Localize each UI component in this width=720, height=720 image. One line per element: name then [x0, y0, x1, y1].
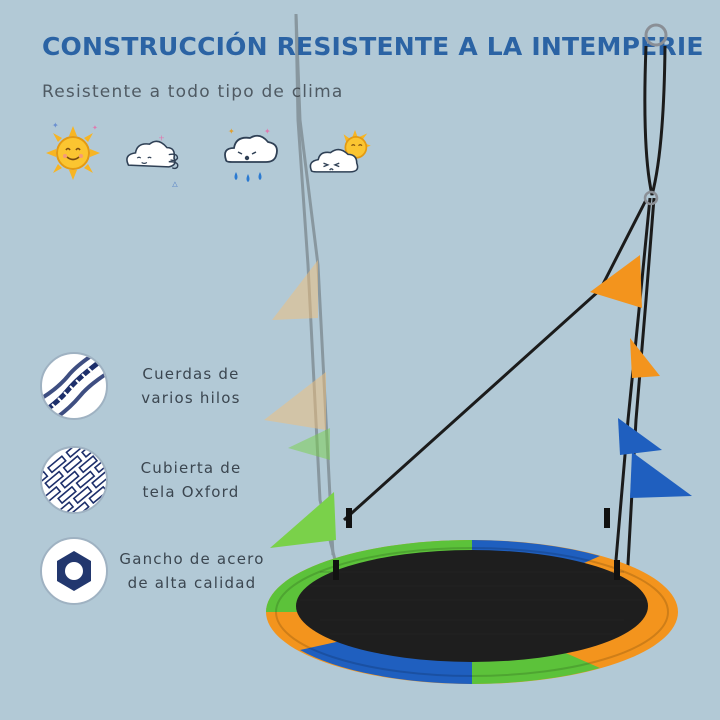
pennant-orange-1	[590, 255, 642, 308]
svg-text:+: +	[158, 134, 165, 143]
headline: CONSTRUCCIÓN RESISTENTE A LA INTEMPERIE	[42, 32, 704, 61]
windy-cloud-icon: +△	[126, 134, 179, 188]
subheadline: Resistente a todo tipo de clima	[42, 82, 344, 102]
feature-rope-line2: varios hilos	[141, 389, 241, 407]
pennant-green-left	[270, 492, 336, 548]
feature-fabric-line1: Cubierta de	[140, 459, 242, 477]
swing-seat	[266, 540, 678, 684]
feature-fabric-label: Cubierta de tela Oxford	[116, 456, 266, 504]
svg-text:✦: ✦	[92, 124, 98, 132]
sun-behind-cloud-icon	[309, 129, 371, 173]
pennant-blue-2	[630, 452, 692, 498]
rope-buckles	[333, 508, 620, 580]
svg-text:✦: ✦	[228, 127, 235, 136]
svg-text:✦: ✦	[264, 127, 271, 136]
rope-icon	[40, 352, 108, 420]
feature-rope-line1: Cuerdas de	[142, 365, 240, 383]
feature-fabric-line2: tela Oxford	[142, 483, 240, 501]
svg-text:△: △	[172, 180, 178, 188]
hanging-ring	[644, 23, 668, 47]
svg-text:✦: ✦	[52, 121, 59, 130]
fabric-weave-icon	[40, 446, 108, 514]
ghost-flags	[264, 260, 330, 460]
feature-hook-line2: de alta calidad	[127, 574, 257, 592]
swing-mesh	[296, 550, 648, 662]
feature-rope-label: Cuerdas de varios hilos	[116, 362, 266, 410]
feature-hook-label: Gancho de acero de alta calidad	[112, 547, 272, 595]
sun-icon: ✦✦	[46, 121, 100, 180]
rain-cloud-icon: ✦✦	[224, 127, 278, 182]
pennant-orange-2	[630, 338, 660, 378]
main-ropes	[342, 45, 667, 601]
feature-hook-line1: Gancho de acero	[119, 550, 265, 568]
hex-nut-icon	[40, 537, 108, 605]
pennant-blue-1	[618, 418, 662, 455]
